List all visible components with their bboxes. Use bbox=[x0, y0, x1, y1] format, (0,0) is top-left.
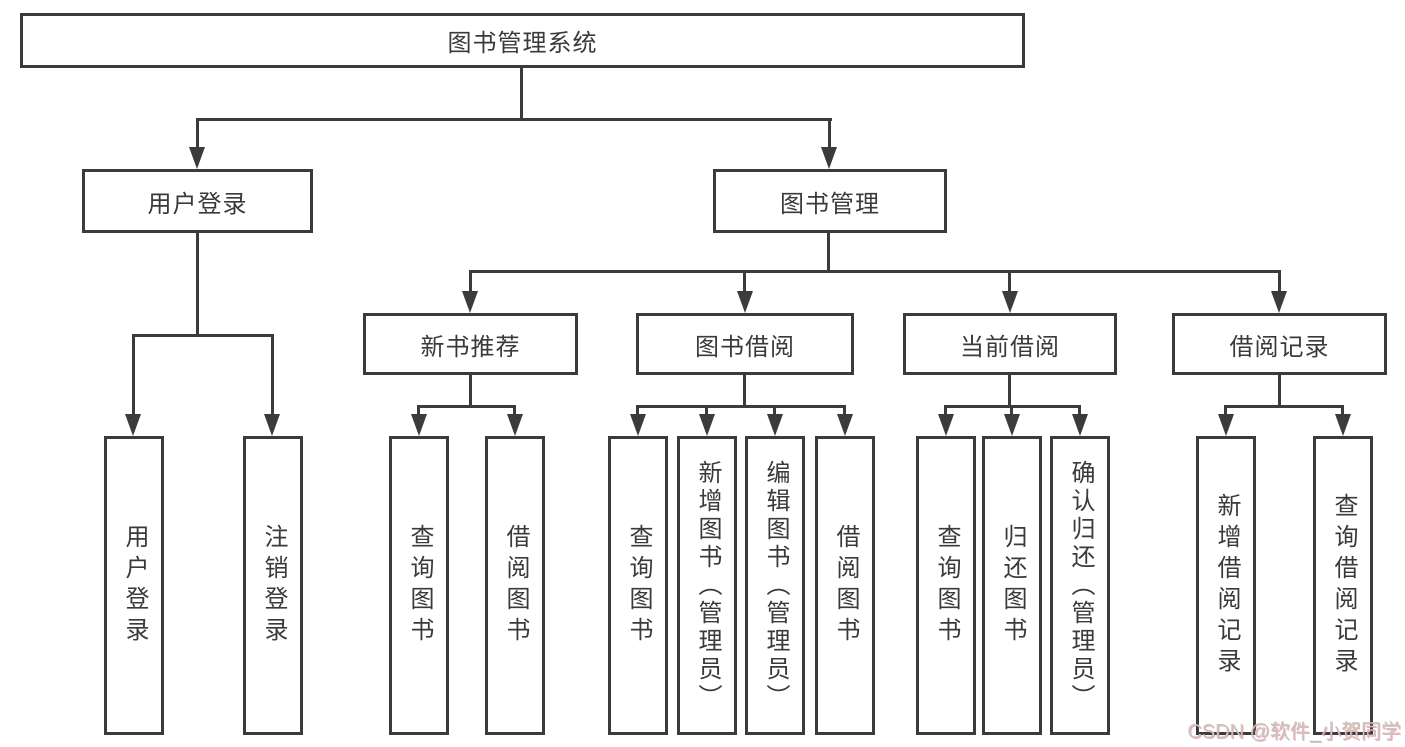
connector-line bbox=[1278, 375, 1281, 408]
leaf-rec-query-books: 查询图书 bbox=[389, 436, 449, 735]
connector-line bbox=[469, 375, 472, 408]
connector-line bbox=[1010, 405, 1013, 416]
node-user-login: 用户登录 bbox=[82, 169, 313, 233]
leaf-records-add-record-label: 新增借阅记录 bbox=[1213, 492, 1240, 679]
leaf-current-query-books: 查询图书 bbox=[916, 436, 976, 735]
leaf-borrow-query-books: 查询图书 bbox=[608, 436, 668, 735]
leaf-borrow-borrow-books-label: 借阅图书 bbox=[832, 523, 859, 648]
watermark: CSDN @软件_小贺同学 bbox=[1187, 721, 1401, 743]
leaf-borrow-edit-books-admin-label: 编辑图书（管理员） bbox=[762, 459, 789, 712]
connector-line bbox=[1078, 405, 1081, 416]
connector-line bbox=[196, 233, 199, 336]
arrow-down-icon bbox=[630, 414, 646, 436]
node-book-management-label: 图书管理 bbox=[780, 190, 880, 218]
arrow-down-icon bbox=[264, 414, 280, 436]
node-borrow-records-label: 借阅记录 bbox=[1229, 333, 1330, 361]
arrow-down-icon bbox=[1218, 414, 1234, 436]
connector-line bbox=[1224, 405, 1227, 416]
leaf-records-query-record-label: 查询借阅记录 bbox=[1330, 492, 1357, 679]
connector-line bbox=[636, 405, 639, 416]
arrow-down-icon bbox=[1004, 414, 1020, 436]
connector-line bbox=[773, 405, 776, 416]
leaf-records-query-record: 查询借阅记录 bbox=[1313, 436, 1373, 735]
connector-line bbox=[417, 405, 516, 408]
node-new-book-recommend: 新书推荐 bbox=[363, 313, 578, 375]
leaf-rec-query-books-label: 查询图书 bbox=[406, 523, 433, 648]
node-user-login-label: 用户登录 bbox=[147, 190, 248, 218]
leaf-current-return-books-label: 归还图书 bbox=[999, 523, 1026, 648]
arrow-down-icon bbox=[189, 147, 205, 169]
connector-line bbox=[1008, 270, 1011, 293]
arrow-down-icon bbox=[411, 414, 427, 436]
connector-line bbox=[469, 270, 1281, 273]
connector-line bbox=[271, 334, 274, 415]
arrow-down-icon bbox=[767, 414, 783, 436]
leaf-current-confirm-return-admin-label: 确认归还（管理员） bbox=[1067, 459, 1094, 712]
arrow-down-icon bbox=[699, 414, 715, 436]
leaf-borrow-add-books-admin-label: 新增图书（管理员） bbox=[694, 459, 721, 712]
connector-line bbox=[196, 118, 199, 148]
arrow-down-icon bbox=[507, 414, 523, 436]
connector-line bbox=[1224, 405, 1344, 408]
arrow-down-icon bbox=[737, 291, 753, 313]
connector-line bbox=[705, 405, 708, 416]
leaf-logout: 注销登录 bbox=[243, 436, 303, 735]
leaf-records-add-record: 新增借阅记录 bbox=[1196, 436, 1256, 735]
arrow-down-icon bbox=[1002, 291, 1018, 313]
connector-line bbox=[828, 118, 831, 148]
node-current-borrow-label: 当前借阅 bbox=[960, 333, 1060, 361]
node-book-borrow-label: 图书借阅 bbox=[695, 333, 795, 361]
node-root: 图书管理系统 bbox=[20, 13, 1025, 68]
connector-line bbox=[469, 270, 472, 293]
leaf-current-return-books: 归还图书 bbox=[982, 436, 1042, 735]
connector-line bbox=[520, 67, 523, 120]
arrow-down-icon bbox=[1072, 414, 1088, 436]
leaf-rec-borrow-books: 借阅图书 bbox=[485, 436, 545, 735]
leaf-logout-label: 注销登录 bbox=[260, 523, 287, 648]
connector-line bbox=[636, 405, 846, 408]
connector-line bbox=[132, 334, 135, 415]
leaf-borrow-borrow-books: 借阅图书 bbox=[815, 436, 875, 735]
connector-line bbox=[944, 405, 947, 416]
arrow-down-icon bbox=[837, 414, 853, 436]
connector-line bbox=[743, 270, 746, 293]
connector-line bbox=[513, 405, 516, 416]
arrow-down-icon bbox=[1335, 414, 1351, 436]
leaf-user-login: 用户登录 bbox=[104, 436, 164, 735]
connector-line bbox=[1341, 405, 1344, 416]
node-book-management: 图书管理 bbox=[713, 169, 947, 233]
leaf-borrow-query-books-label: 查询图书 bbox=[625, 523, 652, 648]
connector-line bbox=[417, 405, 420, 416]
leaf-current-confirm-return-admin: 确认归还（管理员） bbox=[1050, 436, 1110, 735]
leaf-user-login-label: 用户登录 bbox=[121, 523, 148, 648]
connector-line bbox=[743, 375, 746, 408]
node-borrow-records: 借阅记录 bbox=[1172, 313, 1387, 375]
arrow-down-icon bbox=[462, 291, 478, 313]
connector-line bbox=[843, 405, 846, 416]
connector-line bbox=[1008, 375, 1011, 408]
arrow-down-icon bbox=[1271, 291, 1287, 313]
node-new-book-recommend-label: 新书推荐 bbox=[420, 333, 521, 361]
node-root-label: 图书管理系统 bbox=[447, 30, 598, 57]
leaf-borrow-edit-books-admin: 编辑图书（管理员） bbox=[745, 436, 805, 735]
arrow-down-icon bbox=[125, 414, 141, 436]
node-current-borrow: 当前借阅 bbox=[903, 313, 1117, 375]
connector-line bbox=[827, 233, 830, 273]
connector-line bbox=[1278, 270, 1281, 293]
connector-line bbox=[132, 334, 274, 337]
leaf-rec-borrow-books-label: 借阅图书 bbox=[502, 523, 529, 648]
node-book-borrow: 图书借阅 bbox=[636, 313, 854, 375]
arrow-down-icon bbox=[938, 414, 954, 436]
leaf-current-query-books-label: 查询图书 bbox=[933, 523, 960, 648]
connector-line bbox=[196, 118, 832, 121]
leaf-borrow-add-books-admin: 新增图书（管理员） bbox=[677, 436, 737, 735]
arrow-down-icon bbox=[821, 147, 837, 169]
